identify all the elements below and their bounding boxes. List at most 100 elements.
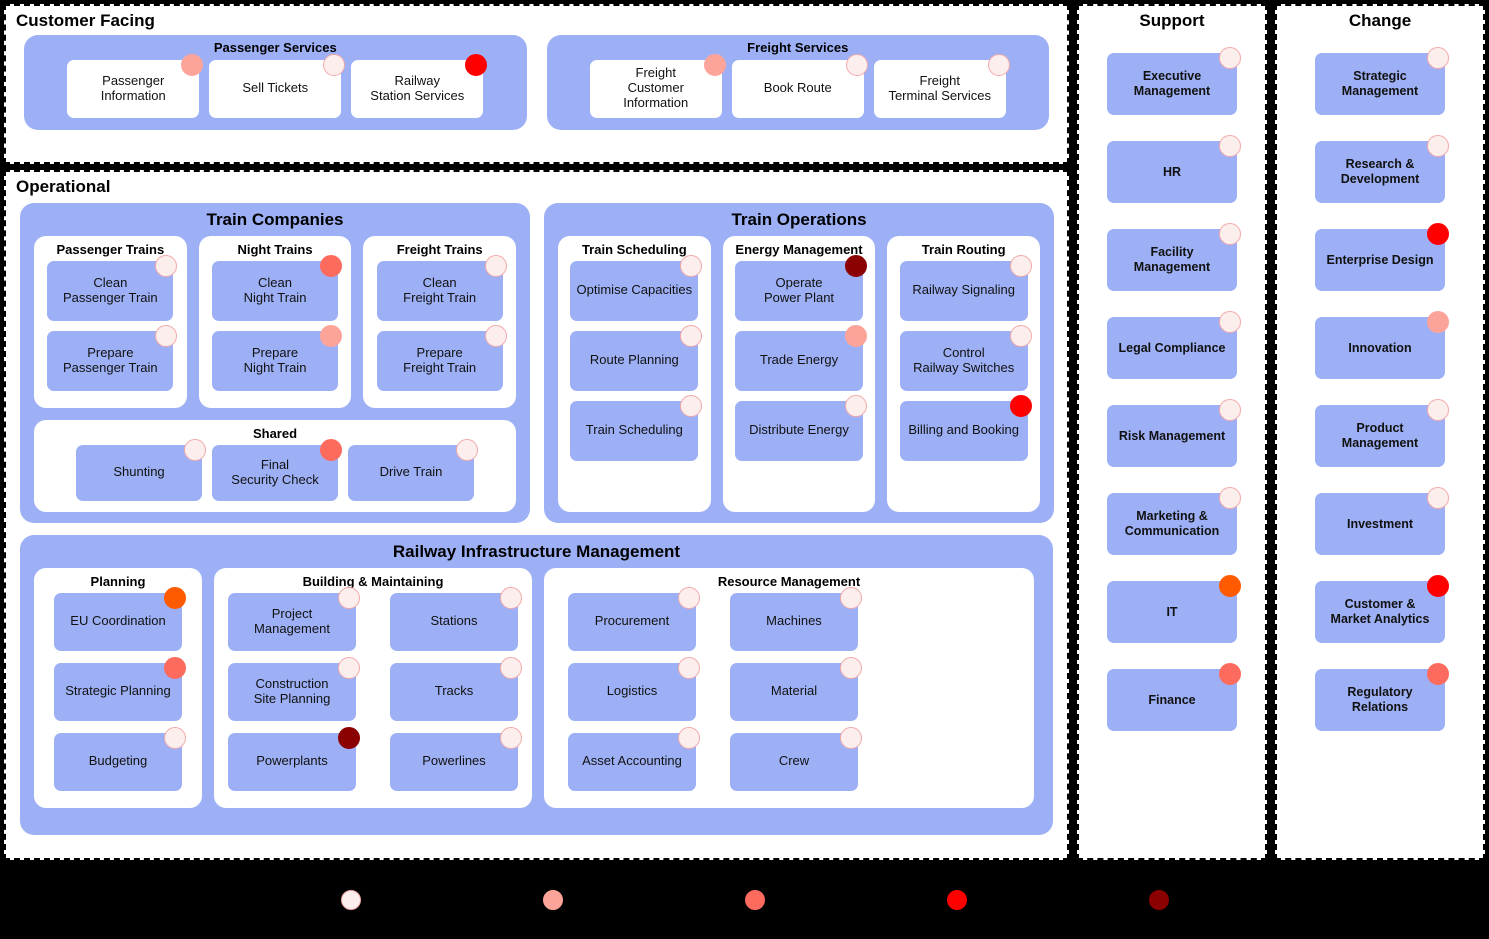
capability-card[interactable]: Marketing &Communication — [1107, 486, 1241, 555]
heat-indicator-dot — [1009, 394, 1032, 417]
capability-card[interactable]: Book Route — [731, 53, 868, 118]
capability-card[interactable]: Sell Tickets — [209, 53, 346, 118]
capability-card[interactable]: Logistics — [568, 656, 700, 721]
capability-card[interactable]: Distribute Energy — [735, 394, 867, 461]
heat-indicator-dot — [181, 53, 204, 76]
capability-card[interactable]: Legal Compliance — [1107, 310, 1241, 379]
layer-title-support: Support — [1139, 11, 1205, 30]
capability-card[interactable]: Shunting — [76, 438, 206, 501]
capability-card[interactable]: HR — [1107, 134, 1241, 203]
capability-card[interactable]: Investment — [1315, 486, 1449, 555]
capability-card[interactable]: EU Coordination — [54, 586, 186, 651]
capability-card[interactable]: Risk Management — [1107, 398, 1241, 467]
heat-indicator-dot — [840, 586, 862, 609]
heat-indicator-dot — [845, 254, 867, 277]
heat-indicator-dot — [840, 656, 862, 679]
heat-indicator-dot — [987, 53, 1010, 76]
heat-indicator-dot — [1427, 662, 1449, 685]
capability-card[interactable]: Powerplants — [228, 726, 360, 791]
capability-card[interactable]: Billing and Booking — [899, 394, 1032, 461]
capability-card[interactable]: Tracks — [390, 656, 522, 721]
capability-card[interactable]: Route Planning — [570, 324, 703, 391]
capability-card[interactable]: Innovation — [1315, 310, 1449, 379]
heat-indicator-dot — [680, 394, 703, 417]
capability-card[interactable]: Train Scheduling — [570, 394, 703, 461]
capability-card[interactable]: Powerlines — [390, 726, 522, 791]
capability-card[interactable]: Material — [730, 656, 862, 721]
capability-card[interactable]: Procurement — [568, 586, 700, 651]
heat-indicator-dot — [1009, 254, 1032, 277]
capability-label: Distribute Energy — [749, 422, 849, 438]
capability-card[interactable]: Crew — [730, 726, 862, 791]
capability-card[interactable]: Budgeting — [54, 726, 186, 791]
capability-label: Finance — [1148, 692, 1196, 707]
subgroup-title: Shared — [252, 425, 298, 441]
heat-indicator-dot — [680, 324, 703, 347]
capability-card[interactable]: Enterprise Design — [1315, 222, 1449, 291]
heat-indicator-dot — [456, 438, 478, 461]
heat-indicator-dot — [845, 324, 867, 347]
capability-label: Shunting — [113, 464, 165, 480]
legend-dot — [340, 889, 361, 910]
capability-card[interactable]: Optimise Capacities — [570, 254, 703, 321]
capability-card[interactable]: Stations — [390, 586, 522, 651]
heat-legend-scale — [0, 860, 1489, 939]
heat-indicator-dot — [1427, 134, 1449, 157]
subgroup-title: Train Scheduling — [581, 241, 687, 257]
capability-card[interactable]: Customer &Market Analytics — [1315, 574, 1449, 643]
capability-label: Investment — [1347, 516, 1413, 531]
heat-indicator-dot — [320, 438, 342, 461]
capability-card[interactable]: IT — [1107, 574, 1241, 643]
capability-label: Train Scheduling — [585, 422, 683, 438]
capability-card[interactable]: Finance — [1107, 662, 1241, 731]
capability-label: Customer &Market Analytics — [1330, 597, 1430, 626]
capability-card[interactable]: Machines — [730, 586, 862, 651]
heat-indicator-dot — [840, 726, 862, 749]
capability-card[interactable]: Railway Signaling — [899, 254, 1032, 321]
subgroup-title: Passenger Trains — [56, 241, 165, 257]
capability-label: Material — [770, 683, 818, 699]
heat-indicator-dot — [155, 254, 178, 277]
capability-card[interactable]: Drive Train — [348, 438, 478, 501]
group-title: Train Operations — [731, 209, 867, 229]
heat-indicator-dot — [164, 726, 186, 749]
capability-card[interactable]: Strategic Planning — [54, 656, 186, 721]
layer-customer-facing: Customer Facing Passenger Services Passe… — [4, 4, 1069, 164]
capability-label: HR — [1162, 164, 1182, 179]
capability-card[interactable]: Trade Energy — [735, 324, 867, 391]
capability-card[interactable]: Asset Accounting — [568, 726, 700, 791]
capability-card[interactable]: Research &Development — [1315, 134, 1449, 203]
capability-label: Optimise Capacities — [576, 282, 693, 298]
